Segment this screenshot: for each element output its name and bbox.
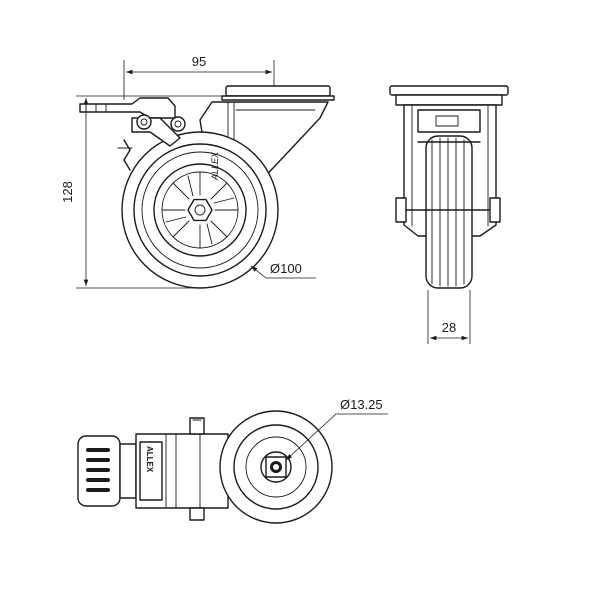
dim-height-label: 128 [60, 181, 75, 203]
wheel-side [121, 131, 279, 289]
fork-top [135, 417, 229, 521]
front-view: 28 [389, 85, 509, 344]
dim-wheel-diameter: Ø100 [250, 261, 316, 279]
top-logo: ALLEX [145, 446, 154, 473]
dim-wheel-width: 28 [427, 290, 471, 344]
side-logo: ALLEX [210, 151, 220, 181]
dim-wheel-width-label: 28 [442, 320, 456, 335]
side-view: ALLEX 95 128 Ø100 [60, 54, 335, 289]
top-view: ALLEX Ø13.25 [77, 397, 388, 524]
dim-width-label: 95 [192, 54, 206, 69]
swivel-plate-top [219, 410, 333, 524]
brake-lever [79, 97, 186, 171]
dim-stem-diameter-label: Ø13.25 [340, 397, 383, 412]
axle-nut [187, 198, 213, 222]
front-wheel [417, 135, 481, 289]
front-top-plate [389, 85, 509, 106]
brake-pedal-top [77, 435, 137, 507]
dim-wheel-diameter-label: Ø100 [270, 261, 302, 276]
dim-height: 128 [60, 95, 226, 289]
dim-width: 95 [123, 54, 275, 100]
top-plate [221, 85, 335, 101]
front-axle [395, 197, 501, 223]
dim-stem-diameter: Ø13.25 [285, 397, 388, 461]
wheel-spokes [161, 171, 239, 249]
